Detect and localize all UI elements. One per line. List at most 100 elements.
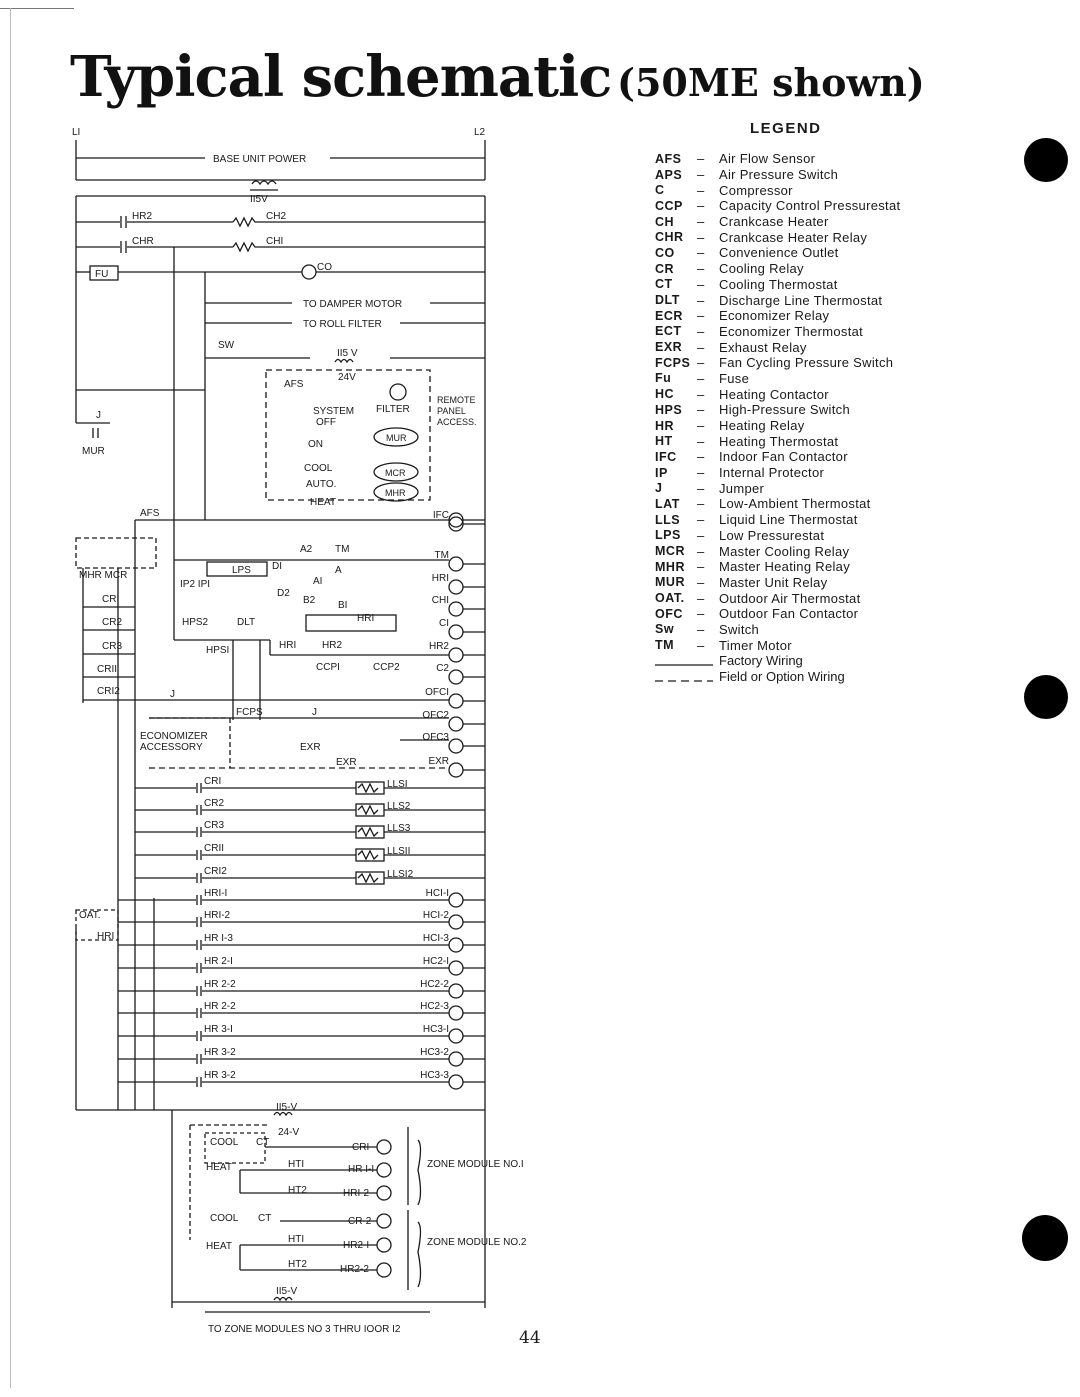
legend-code: CT (655, 277, 673, 292)
svg-text:AFS: AFS (140, 508, 160, 519)
lls-label: LLSI (387, 779, 408, 790)
legend-code: FCPS (655, 355, 691, 370)
svg-text:MUR: MUR (386, 433, 407, 443)
legend-desc: High-Pressure Switch (719, 402, 850, 418)
legend-dash: – (697, 386, 705, 402)
legend-dash: – (697, 229, 705, 245)
legend-desc: Air Flow Sensor (719, 151, 816, 167)
legend-code: HR (655, 418, 675, 433)
hc-coil-icon (448, 1074, 464, 1090)
hr-contact-label: HR 2-2 (204, 1001, 236, 1012)
legend-dash: – (697, 559, 705, 575)
legend-dash: – (697, 465, 705, 481)
cr-contact-label: CRI2 (204, 866, 227, 877)
legend-row: ECR–Economizer Relay (655, 308, 955, 324)
svg-text:AFS: AFS (284, 379, 304, 390)
legend-desc: Cooling Relay (719, 261, 804, 277)
lls-label: LLSI2 (387, 869, 414, 880)
legend-desc: Heating Contactor (719, 386, 829, 402)
svg-text:PANEL: PANEL (437, 406, 466, 416)
l1-label: LI (72, 127, 80, 138)
legend-row: Sw–Switch (655, 622, 955, 638)
legend-desc: Master Unit Relay (719, 574, 828, 590)
legend-row: HR–Heating Relay (655, 418, 955, 434)
legend-code: AFS (655, 151, 682, 166)
hc-label: HC2-2 (420, 979, 449, 990)
lls-label: LLS3 (387, 823, 411, 834)
svg-text:CT: CT (258, 1213, 271, 1224)
legend-row: CH–Crankcase Heater (655, 214, 955, 230)
legend-code: LAT (655, 496, 680, 511)
hc-coil-icon (448, 983, 464, 999)
legend-dash: – (697, 527, 705, 543)
svg-text:MHR MCR: MHR MCR (79, 570, 127, 581)
svg-text:A: A (335, 565, 342, 576)
legend-row: AFS–Air Flow Sensor (655, 151, 955, 167)
svg-text:CCPI: CCPI (316, 662, 340, 673)
solenoid-coil-icon (357, 872, 379, 884)
legend-row: MHR–Master Heating Relay (655, 559, 955, 575)
legend-row: J–Jumper (655, 480, 955, 496)
page-number: 44 (519, 1328, 541, 1348)
legend-dash: – (697, 621, 705, 637)
hr-contact-label: HR 2-I (204, 956, 233, 967)
legend-row: OAT.–Outdoor Air Thermostat (655, 590, 955, 606)
svg-text:MUR: MUR (82, 446, 105, 457)
svg-text:BI: BI (338, 600, 347, 611)
svg-text:MCR: MCR (385, 468, 406, 478)
legend-dash: – (697, 480, 705, 496)
legend-desc: Cooling Thermostat (719, 276, 838, 292)
legend-desc: Low Pressurestat (719, 527, 825, 543)
svg-text:CRII: CRII (97, 664, 117, 675)
legend-desc: Crankcase Heater (719, 214, 829, 230)
load-coil-icon (448, 693, 464, 709)
load-label: IFC (433, 510, 449, 521)
legend-code: APS (655, 167, 683, 182)
hr-contact-label: HR I-3 (204, 933, 233, 944)
svg-text:J: J (170, 689, 175, 700)
lls-label: LLS2 (387, 801, 411, 812)
legend-dash: – (697, 606, 705, 622)
legend-dash: – (697, 292, 705, 308)
legend-desc: Compressor (719, 182, 793, 198)
title-sub: (50ME shown) (616, 60, 925, 105)
legend-dash: – (697, 261, 705, 277)
svg-text:II5 V: II5 V (337, 348, 358, 359)
hc-label: HC2-3 (420, 1001, 449, 1012)
svg-text:II5-V: II5-V (276, 1286, 297, 1297)
svg-text:HTI: HTI (288, 1159, 304, 1170)
svg-text:HTI: HTI (288, 1234, 304, 1245)
svg-text:OFF: OFF (316, 417, 336, 428)
legend-row: ECT–Economizer Thermostat (655, 324, 955, 340)
svg-text:D2: D2 (277, 588, 290, 599)
svg-text:EXR: EXR (336, 757, 357, 768)
legend-code: OAT. (655, 591, 685, 606)
svg-text:ACCESSORY: ACCESSORY (140, 742, 203, 753)
svg-text:ZONE MODULE NO.2: ZONE MODULE NO.2 (427, 1237, 527, 1248)
svg-text:COOL: COOL (210, 1213, 239, 1224)
load-label: OFCI (425, 687, 449, 698)
legend-desc: Capacity Control Pressurestat (719, 198, 901, 214)
legend-desc: Air Pressure Switch (719, 167, 839, 183)
legend-code: IP (655, 465, 668, 480)
hr-contact-label: HRI-2 (204, 910, 231, 921)
svg-text:J: J (312, 707, 317, 718)
cr-contact-label: CRII (204, 843, 224, 854)
legend-desc: Outdoor Air Thermostat (719, 590, 861, 606)
hc-label: HC3-I (423, 1024, 449, 1035)
legend-dash: – (697, 182, 705, 198)
svg-text:OAT.: OAT. (79, 910, 100, 921)
solenoid-coil-icon (357, 849, 379, 861)
load-coil-icon (448, 516, 464, 532)
load-coil-icon (448, 669, 464, 685)
svg-text:CR3: CR3 (102, 641, 122, 652)
load-label: CI (439, 618, 449, 629)
svg-text:ZONE MODULE NO.I: ZONE MODULE NO.I (427, 1159, 524, 1170)
load-coil-icon (448, 762, 464, 778)
legend-code: CH (655, 214, 675, 229)
hc-label: HC2-I (423, 956, 449, 967)
legend-code: TM (655, 638, 675, 653)
